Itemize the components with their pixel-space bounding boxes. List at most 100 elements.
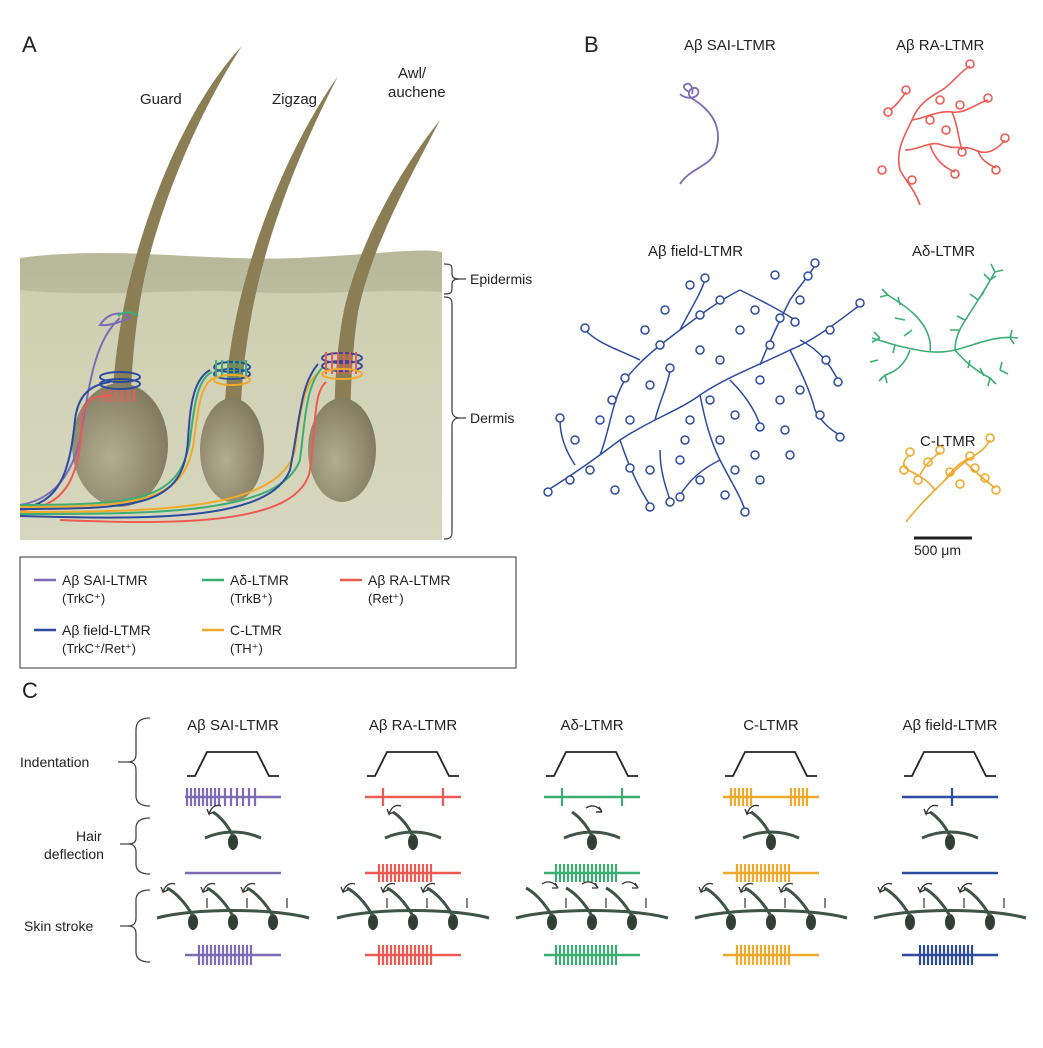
- hair-shaft: [206, 886, 235, 917]
- follicle: [587, 914, 597, 930]
- indentation-stimulus: [367, 751, 459, 777]
- field-terminal: [580, 323, 590, 333]
- field-terminal: [803, 271, 813, 281]
- field-terminal: [665, 363, 675, 373]
- follicle: [268, 914, 278, 930]
- field-terminal: [755, 475, 765, 485]
- indentation-stimulus: [725, 751, 817, 777]
- title-field: Aβ field-LTMR: [648, 243, 743, 260]
- field-terminal: [730, 465, 740, 475]
- follicle: [408, 914, 418, 930]
- field-terminal: [620, 373, 630, 383]
- deflection-arrow: [541, 881, 559, 889]
- deflection-arrow: [200, 882, 216, 894]
- skin-line: [336, 909, 490, 920]
- field-terminal: [660, 305, 670, 315]
- skin-line: [384, 830, 442, 840]
- field-terminal: [665, 497, 675, 507]
- title-ra: Aβ RA-LTMR: [896, 37, 985, 54]
- legend-label: Aβ field-LTMR: [62, 622, 151, 638]
- deflection-arrow: [738, 882, 754, 894]
- label-guard: Guard: [140, 91, 182, 108]
- field-terminal: [610, 485, 620, 495]
- field-terminal: [715, 295, 725, 305]
- field-terminals: [543, 258, 865, 517]
- skin-stroke-stimulus: [873, 882, 1027, 930]
- legend-item-ra: Aβ RA-LTMR (Ret⁺): [340, 572, 450, 606]
- field-terminal: [625, 463, 635, 473]
- hair-shaft: [784, 886, 813, 917]
- legend-marker: (TrkB⁺): [230, 591, 272, 606]
- scale-bar: 500 μm: [914, 536, 972, 558]
- hair-shaft: [923, 886, 952, 917]
- field-terminal: [735, 325, 745, 335]
- field-terminal: [655, 340, 665, 350]
- column-ad: Aδ-LTMR: [515, 717, 669, 965]
- row-label-deflection: deflection: [44, 846, 104, 862]
- deflection-arrow: [698, 882, 714, 894]
- field-terminal: [675, 455, 685, 465]
- field-terminal: [675, 492, 685, 502]
- column-ra: Aβ RA-LTMR: [336, 717, 490, 965]
- dermis-bracket: [443, 296, 466, 540]
- legend-marker: (Ret⁺): [368, 591, 404, 606]
- column-header: C-LTMR: [743, 717, 799, 734]
- skin-line: [515, 909, 669, 920]
- hair-shaft: [392, 810, 415, 837]
- legend-marker: (TrkC⁺/Ret⁺): [62, 641, 136, 656]
- field-terminal: [780, 425, 790, 435]
- zigzag-hair: [200, 76, 338, 502]
- deflection-arrow: [923, 804, 939, 817]
- label-dermis: Dermis: [470, 410, 514, 426]
- field-terminal: [821, 355, 831, 365]
- field-terminal: [770, 270, 780, 280]
- follicle: [448, 914, 458, 930]
- legend-marker: (TrkC⁺): [62, 591, 105, 606]
- hair-shaft: [386, 886, 415, 917]
- legend-marker: (TH⁺): [230, 641, 263, 656]
- skin-stroke-stimulus: [694, 882, 848, 930]
- hair-shaft: [346, 886, 375, 917]
- row-brackets: [118, 717, 151, 963]
- skin-line: [204, 830, 262, 840]
- indentation-stimulus: [904, 751, 996, 777]
- field-terminal: [775, 313, 785, 323]
- title-c: C-LTMR: [920, 433, 976, 450]
- guard-hair: [72, 46, 242, 507]
- field-terminal: [755, 422, 765, 432]
- title-sai: Aβ SAI-LTMR: [684, 37, 776, 54]
- legend-label: Aβ RA-LTMR: [368, 572, 450, 588]
- deflection-arrow: [621, 881, 639, 889]
- field-terminal: [833, 377, 843, 387]
- skin-line: [921, 830, 979, 840]
- skin-line: [563, 830, 621, 840]
- follicle: [228, 914, 238, 930]
- hair-shaft: [571, 810, 594, 837]
- field-terminal: [795, 385, 805, 395]
- nerve-fibers: [19, 317, 327, 524]
- field-terminal: [705, 395, 715, 405]
- field-terminal: [720, 490, 730, 500]
- skin-line: [156, 909, 310, 920]
- deflection-arrow: [340, 882, 356, 894]
- follicle: [587, 834, 597, 850]
- hair-shaft: [605, 886, 634, 917]
- field-terminal: [750, 305, 760, 315]
- legend-label: Aδ-LTMR: [230, 572, 289, 588]
- legend-item-ad: Aδ-LTMR (TrkB⁺): [202, 572, 289, 606]
- field-terminal: [595, 415, 605, 425]
- field-terminal: [835, 432, 845, 442]
- follicle: [905, 914, 915, 930]
- field-terminal: [795, 295, 805, 305]
- deflection-arrow: [386, 804, 402, 817]
- follicle: [726, 914, 736, 930]
- neuron-ad: [869, 263, 1019, 387]
- field-terminal: [570, 435, 580, 445]
- skin-line: [694, 909, 848, 920]
- field-terminal: [765, 340, 775, 350]
- hair-shaft: [565, 886, 594, 917]
- hair-shaft: [704, 886, 733, 917]
- field-terminal: [855, 298, 865, 308]
- field-terminal: [810, 258, 820, 268]
- deflection-arrow: [877, 882, 893, 894]
